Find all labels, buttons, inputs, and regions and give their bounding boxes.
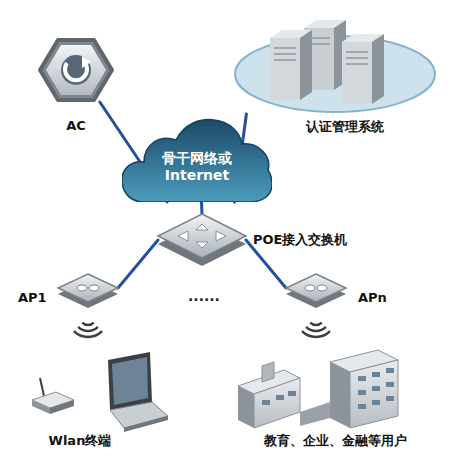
ac-controller: AC [42, 38, 110, 102]
network-link [118, 240, 158, 288]
ellipsis-label: ...... [188, 288, 220, 304]
node-label: Wlan终端 [10, 433, 150, 449]
ac-icon [40, 40, 112, 100]
cloud-outline [122, 120, 272, 202]
ap-icon [58, 274, 346, 308]
cloud-label: 骨干网络或 Internet [155, 150, 239, 184]
node-label: POE接入交换机 [253, 232, 347, 248]
wlan-terminal-group: Wlan终端 [25, 350, 165, 430]
network-link [200, 202, 204, 214]
server-icon [235, 20, 435, 112]
access-point: APn [286, 270, 346, 310]
network-link [246, 240, 286, 288]
cloud-text-area: 骨干网络或 Internet [122, 118, 272, 202]
node-label: AC [42, 118, 110, 134]
auth-server-cluster: 认证管理系统 [230, 14, 435, 114]
node-label: APn [358, 290, 387, 306]
user-building-group: 教育、企业、金融等用户 [232, 350, 407, 430]
poe-switch: POE接入交换机 [158, 214, 246, 266]
wifi-signal [74, 323, 330, 337]
backbone-cloud: 骨干网络或 Internet [122, 118, 272, 202]
building-icons [238, 350, 398, 428]
terminal-icons [32, 352, 168, 432]
node-label: 教育、企业、金融等用户 [248, 433, 423, 449]
node-label: 认证管理系统 [285, 119, 405, 135]
access-point: AP1 [58, 270, 118, 310]
switch-icon [158, 214, 246, 266]
node-label: AP1 [18, 290, 47, 306]
